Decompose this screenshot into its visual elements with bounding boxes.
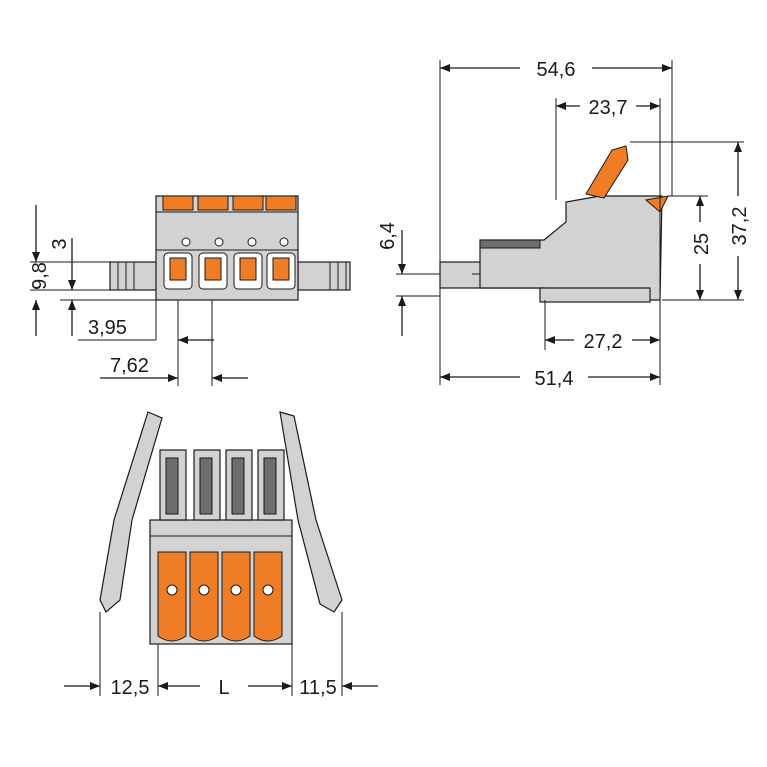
- side-height-total-label: 37,2: [729, 207, 751, 246]
- front-offset-label: 3,95: [88, 317, 127, 339]
- side-lever: [585, 145, 629, 199]
- bottom-left-latch: [99, 411, 163, 613]
- side-lever-length-label: 23,7: [589, 97, 628, 119]
- side-body-length-label: 51,4: [535, 368, 574, 390]
- bottom-right-latch: [279, 411, 343, 613]
- bottom-right-flange-label: 11,5: [299, 677, 336, 699]
- front-pole-2: [197, 195, 229, 290]
- front-view: 9,8 3 3,95 7,62: [29, 195, 351, 386]
- bottom-left-flange-label: 12,5: [111, 677, 150, 699]
- side-view: 54,6 23,7 6,4 25 37,2 27,2 51,4: [377, 59, 751, 390]
- front-pole-3: [232, 195, 264, 290]
- front-right-flange: [297, 261, 351, 291]
- side-base-length-label: 27,2: [584, 331, 623, 353]
- side-height-body-label: 25: [691, 233, 713, 255]
- front-pole-4: [265, 195, 297, 290]
- side-offset-height-label: 6,4: [377, 222, 399, 250]
- front-height-upper-label: 3: [49, 238, 71, 249]
- bottom-view: 12,5 L 11,5: [64, 411, 378, 699]
- bottom-actuators: [157, 551, 283, 642]
- front-height-total-label: 9,8: [29, 262, 51, 290]
- bottom-pitch-length-label: L: [218, 677, 229, 699]
- front-pole-1: [162, 195, 194, 290]
- front-pitch-label: 7,62: [110, 355, 149, 377]
- bottom-slots: [159, 449, 285, 521]
- side-overall-length-label: 54,6: [537, 59, 576, 81]
